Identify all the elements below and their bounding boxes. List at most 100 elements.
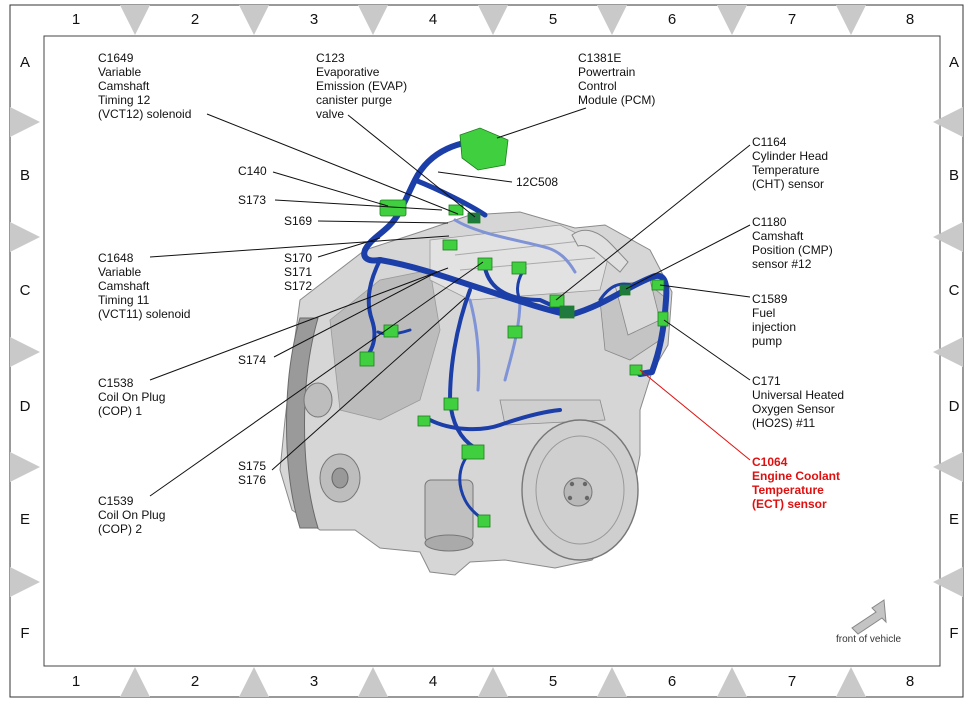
leader-line	[274, 199, 443, 211]
label-c1381e: C1381E Powertrain Control Module (PCM)	[578, 51, 655, 107]
border-marker	[478, 667, 508, 697]
leader-line	[271, 297, 466, 471]
c123-connector	[467, 212, 481, 224]
row-labels-left: A B C D E F	[20, 54, 31, 642]
label-c1539: C1539 Coil On Plug (COP) 2	[98, 494, 169, 536]
harness-branch	[503, 298, 522, 382]
label-c140: C140	[238, 164, 267, 178]
border-marker	[478, 5, 508, 35]
col-label: 3	[310, 673, 318, 690]
c1064-connector	[629, 364, 643, 376]
col-label: 5	[549, 11, 557, 28]
border-marker	[717, 5, 747, 35]
c1538-connector	[477, 257, 493, 271]
border-marker	[239, 667, 269, 697]
label-c1164: C1164 Cylinder Head Temperature (CHT) se…	[752, 135, 831, 191]
leader-line	[437, 171, 513, 183]
flywheel-ring	[535, 435, 625, 545]
border-marker	[10, 222, 40, 252]
harness-branch	[448, 288, 477, 450]
border-marker	[10, 452, 40, 482]
harness-branch	[453, 218, 577, 274]
c1164-connector	[549, 294, 565, 308]
col-label: 5	[549, 673, 557, 690]
oil-filter	[424, 534, 474, 552]
row-label: D	[949, 398, 960, 415]
col-label: 6	[668, 673, 676, 690]
pcm-connector	[459, 127, 509, 171]
connectors	[359, 127, 669, 528]
col-label: 8	[906, 11, 914, 28]
label-c1538: C1538 Coil On Plug (COP) 1	[98, 376, 169, 418]
harness-branch	[364, 258, 382, 360]
leader-lines	[149, 107, 751, 497]
row-label: C	[949, 282, 960, 299]
pulley-hub	[331, 467, 349, 489]
c1648-connector	[442, 239, 458, 251]
pulley	[303, 382, 333, 418]
col-label: 7	[788, 673, 796, 690]
leader-line	[496, 107, 587, 139]
row-label: F	[949, 625, 958, 642]
col-label: 4	[429, 673, 437, 690]
connector	[477, 514, 491, 528]
border-marker	[836, 5, 866, 35]
border-marker	[239, 5, 269, 35]
col-label: 6	[668, 11, 676, 28]
border-marker	[933, 337, 963, 367]
row-label: D	[20, 398, 31, 415]
leader-line	[149, 261, 484, 497]
harness-trunk	[361, 137, 495, 264]
connector	[359, 351, 375, 367]
col-label: 2	[191, 11, 199, 28]
harness-branch	[428, 408, 562, 432]
label-c1649: C1649 Variable Camshaft Timing 12 (VCT12…	[98, 51, 191, 121]
row-label: E	[949, 511, 959, 528]
row-label: F	[20, 625, 29, 642]
label-s173: S173	[238, 193, 266, 207]
border-marker	[120, 667, 150, 697]
border-marker	[10, 567, 40, 597]
wire-harness	[361, 137, 670, 524]
label-c1648: C1648 Variable Camshaft Timing 11 (VCT11…	[98, 251, 190, 321]
callout-labels: C1649 Variable Camshaft Timing 12 (VCT12…	[98, 51, 844, 536]
leader-line	[149, 235, 450, 258]
border-marker	[10, 107, 40, 137]
label-c123: C123 Evaporative Emission (EVAP) caniste…	[316, 51, 410, 121]
column-labels-top: 1 2 3 4 5 6 7 8	[72, 11, 914, 28]
row-label: A	[20, 54, 30, 71]
leader-line	[273, 271, 438, 358]
front-of-vehicle-label: front of vehicle	[836, 634, 901, 645]
intake-pipe	[571, 229, 629, 273]
label-12c508: 12C508	[516, 175, 558, 189]
border-marker	[836, 667, 866, 697]
border-marker	[597, 667, 627, 697]
column-labels-bottom: 1 2 3 4 5 6 7 8	[72, 673, 914, 690]
border-marker	[933, 567, 963, 597]
valve-cover-ridge	[454, 239, 591, 256]
leader-line	[625, 224, 751, 290]
row-labels-right: A B C D E F	[949, 54, 960, 642]
c1539-connector	[511, 261, 527, 275]
label-c1064: C1064 Engine Coolant Temperature (ECT) s…	[752, 455, 843, 511]
connector	[507, 325, 523, 339]
row-label: A	[949, 54, 959, 71]
connector	[559, 305, 575, 319]
border-marker	[10, 337, 40, 367]
drive-belt	[286, 317, 319, 529]
c1589-connector	[651, 279, 665, 291]
flywheel-bolt	[567, 495, 573, 501]
flywheel-bolt	[584, 495, 590, 501]
label-s169: S169	[284, 214, 312, 228]
connector	[443, 397, 459, 411]
c1180-connector	[619, 284, 631, 296]
front-of-vehicle-indicator: front of vehicle	[836, 599, 901, 645]
oil-filter	[424, 479, 474, 543]
border-marker	[933, 452, 963, 482]
col-label: 8	[906, 673, 914, 690]
label-c1180: C1180 Camshaft Position (CMP) sensor #12	[752, 215, 836, 271]
col-label: 4	[429, 11, 437, 28]
flywheel-bolt	[569, 481, 575, 487]
